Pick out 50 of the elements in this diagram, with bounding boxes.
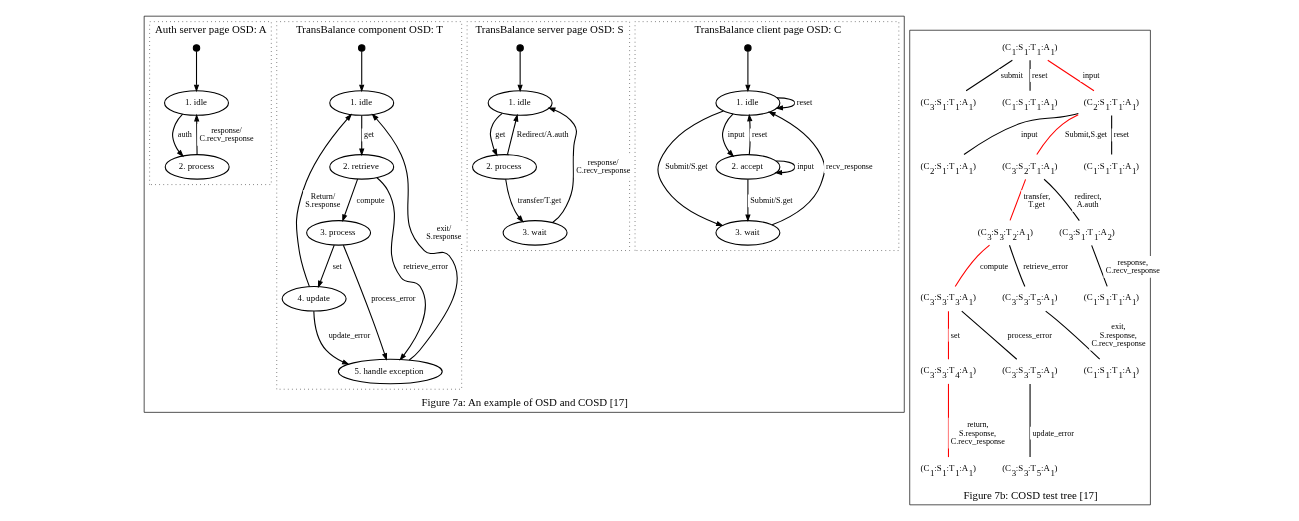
arrow	[375, 177, 426, 361]
connector	[1008, 244, 1025, 288]
arrow	[193, 113, 199, 156]
connector	[1046, 59, 1095, 92]
node-ellipse: 2. process	[164, 154, 230, 180]
node-ellipse: 2. retrieve	[328, 154, 394, 180]
arrow	[193, 50, 199, 93]
connector	[960, 310, 1017, 360]
node-circle	[357, 44, 365, 52]
arrow	[744, 50, 751, 93]
arrow	[656, 110, 724, 227]
arrow	[371, 113, 458, 361]
arrow	[746, 113, 752, 156]
arrow	[721, 113, 734, 158]
node-circle	[743, 44, 752, 52]
arrow	[516, 50, 523, 93]
arrow	[341, 178, 358, 223]
node-ellipse: 1. idle	[487, 90, 553, 116]
connector	[1043, 178, 1080, 222]
arrow	[506, 113, 518, 156]
arrow	[767, 111, 825, 226]
node-ellipse: 3. process	[305, 220, 371, 246]
arrow	[358, 114, 364, 157]
arrow	[317, 244, 335, 289]
node-circle	[192, 44, 200, 52]
arrow	[312, 310, 350, 365]
connector	[962, 112, 1079, 156]
arrow	[774, 97, 795, 111]
node-ellipse: 1. idle	[163, 90, 229, 116]
arrow	[342, 244, 387, 361]
arrow	[489, 112, 503, 157]
node-ellipse: 3. wait	[502, 220, 568, 246]
node-circle	[515, 44, 524, 52]
arrow	[358, 50, 364, 93]
arrow	[773, 160, 795, 176]
node-ellipse: 2. process	[471, 154, 537, 180]
node-ellipse: 1. idle	[328, 90, 394, 116]
connector	[965, 59, 1013, 92]
arrow	[547, 107, 577, 224]
arrow	[744, 178, 751, 223]
arrow	[504, 178, 524, 223]
connector	[1110, 114, 1112, 156]
arrow	[295, 113, 352, 288]
connector	[954, 244, 990, 288]
arrow	[171, 113, 184, 158]
connector	[1044, 310, 1100, 360]
connector	[1090, 244, 1108, 287]
connector	[1035, 114, 1079, 156]
node-ellipse: 4. update	[281, 286, 347, 312]
connector	[1009, 178, 1026, 221]
